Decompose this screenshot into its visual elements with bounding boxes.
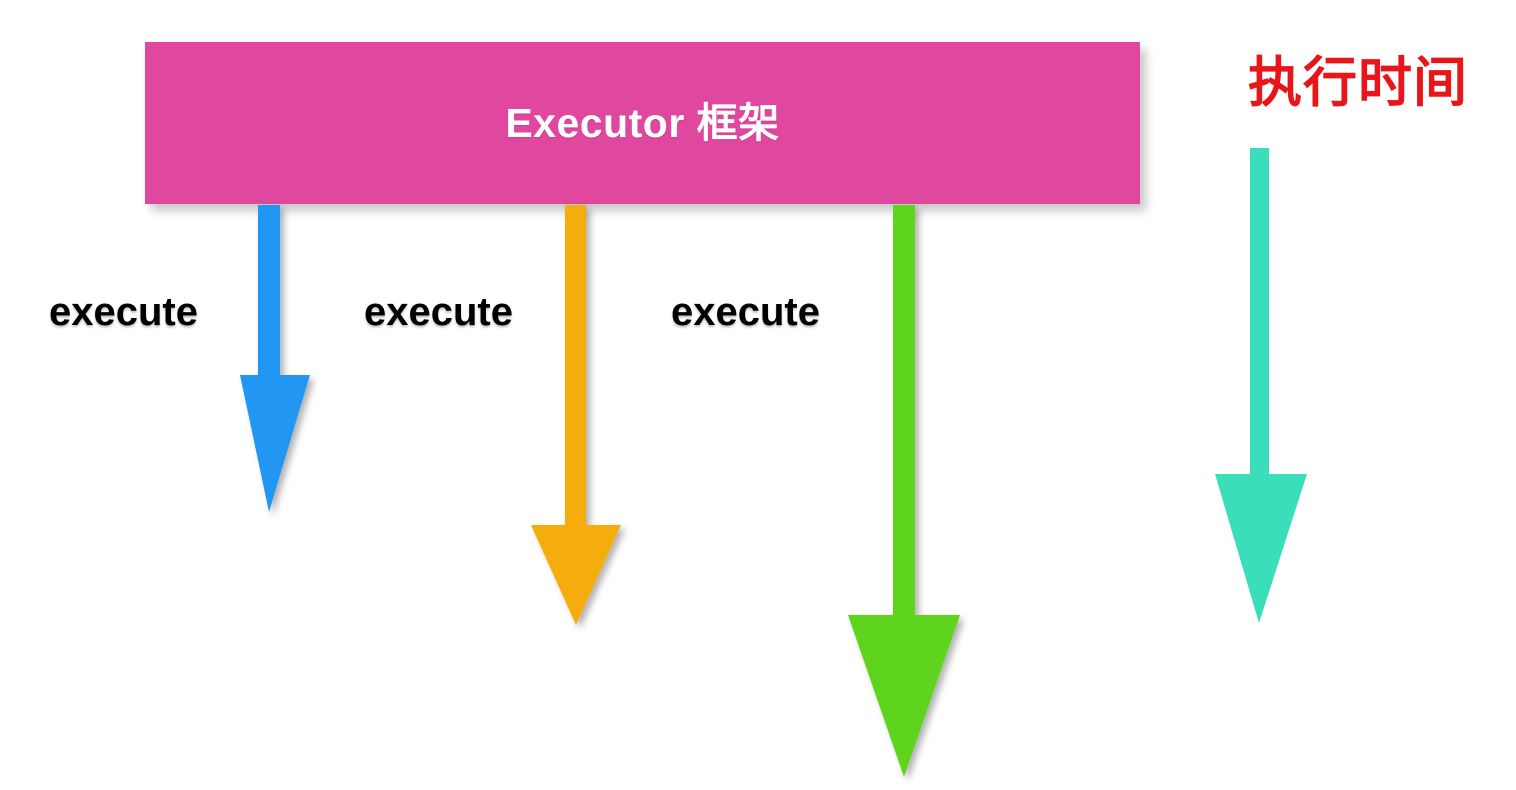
- execute-arrow-orange-shape: [531, 205, 621, 625]
- execute-arrow-green-shape: [848, 205, 960, 777]
- execute-label-orange: execute: [364, 290, 513, 334]
- execute-label-blue: execute: [49, 290, 198, 334]
- executor-framework-title: Executor 框架: [505, 99, 780, 146]
- execute-arrow-blue-shape: [240, 205, 310, 512]
- execute-arrow-green: [848, 205, 960, 777]
- time-axis-caption: 执行时间: [1248, 53, 1468, 113]
- time-axis-arrow-shape: [1215, 148, 1307, 623]
- time-axis-arrow: [1215, 148, 1307, 623]
- execute-label-green: execute: [671, 290, 820, 334]
- executor-framework-box: Executor 框架: [145, 42, 1140, 204]
- execute-arrow-blue: [240, 205, 310, 512]
- execute-arrow-orange: [531, 205, 621, 625]
